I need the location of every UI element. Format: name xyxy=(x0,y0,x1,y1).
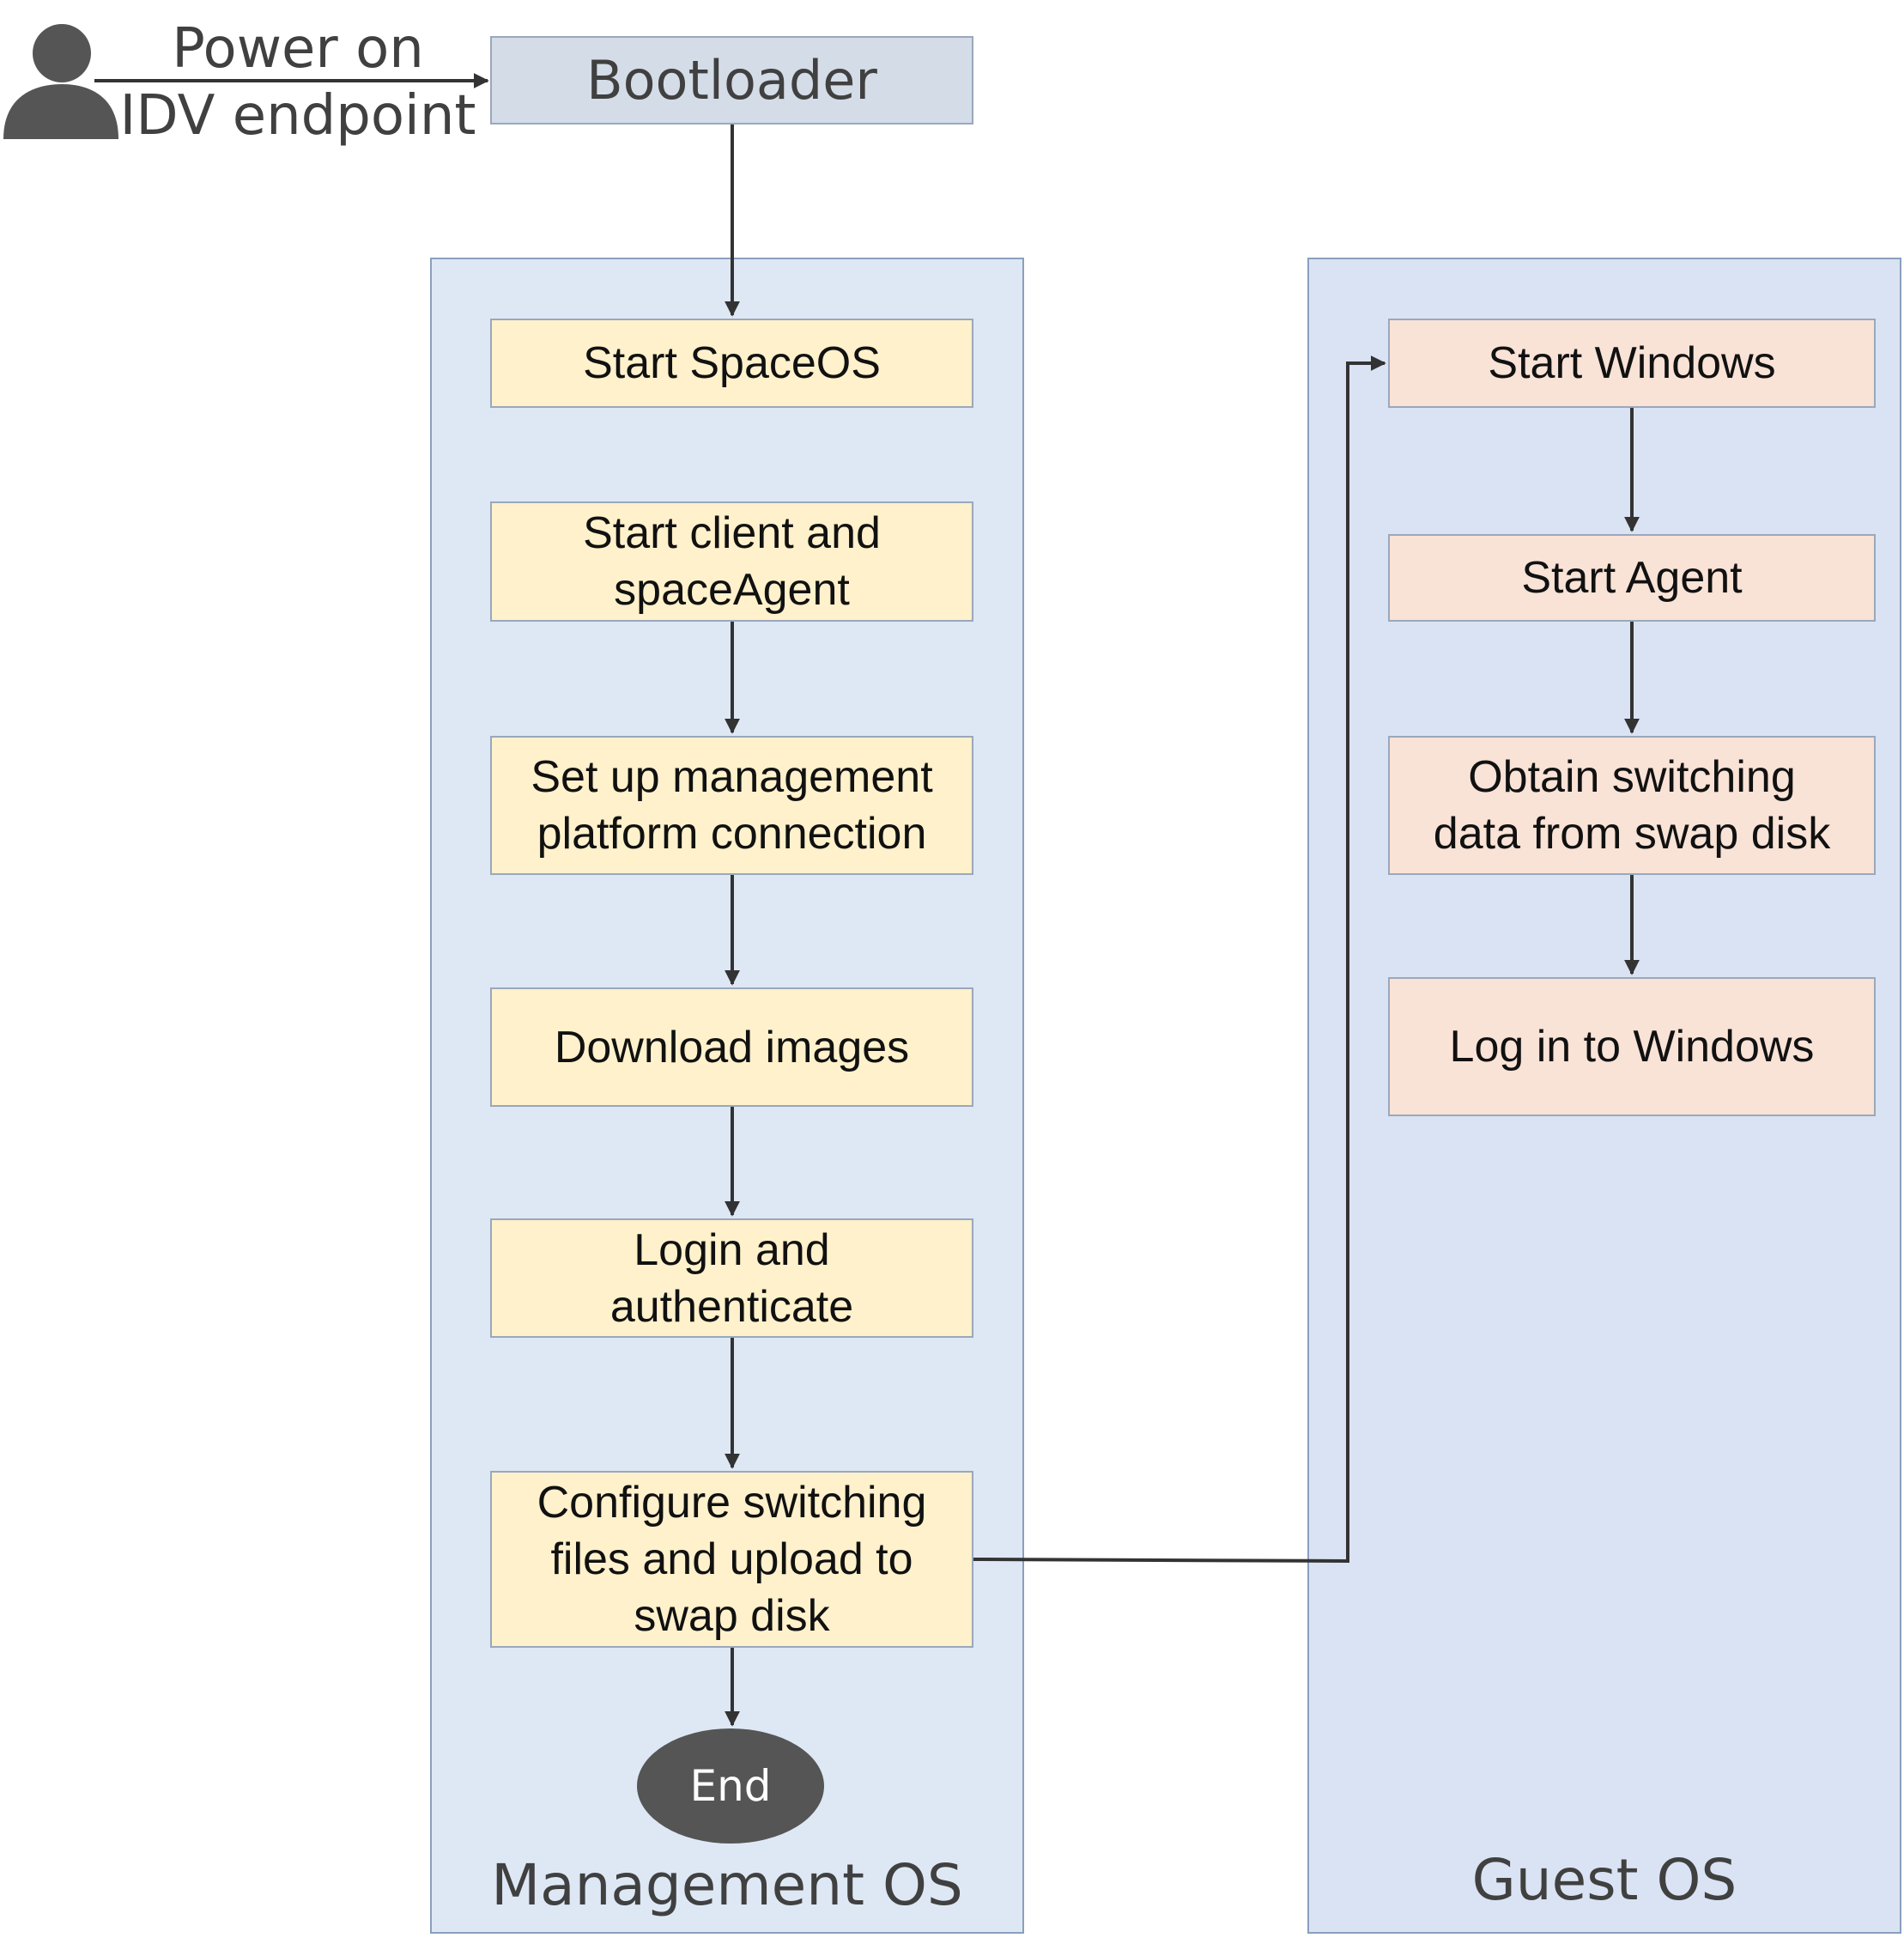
step-download-images: Download images xyxy=(490,987,973,1107)
management-os-title: Management OS xyxy=(491,1852,963,1918)
power-on-label: Power on IDV endpoint xyxy=(119,17,476,148)
step-configure-switching-files: Configure switching files and upload to … xyxy=(490,1471,973,1648)
person-icon xyxy=(3,24,118,139)
arrow-configure-to-start-windows xyxy=(973,355,1386,1564)
step-log-in-windows: Log in to Windows xyxy=(1388,977,1876,1116)
step-start-agent: Start Agent xyxy=(1388,534,1876,622)
guest-os-title: Guest OS xyxy=(1471,1847,1737,1913)
end-node: End xyxy=(637,1728,824,1844)
step-login-authenticate: Login and authenticate xyxy=(490,1218,973,1338)
step-management-platform-connection: Set up management platform connection xyxy=(490,736,973,875)
bootloader-box: Bootloader xyxy=(490,36,973,125)
step-start-client-spaceagent: Start client and spaceAgent xyxy=(490,501,973,622)
step-obtain-switching-data: Obtain switching data from swap disk xyxy=(1388,736,1876,875)
step-start-spaceos: Start SpaceOS xyxy=(490,319,973,408)
step-start-windows: Start Windows xyxy=(1388,319,1876,408)
